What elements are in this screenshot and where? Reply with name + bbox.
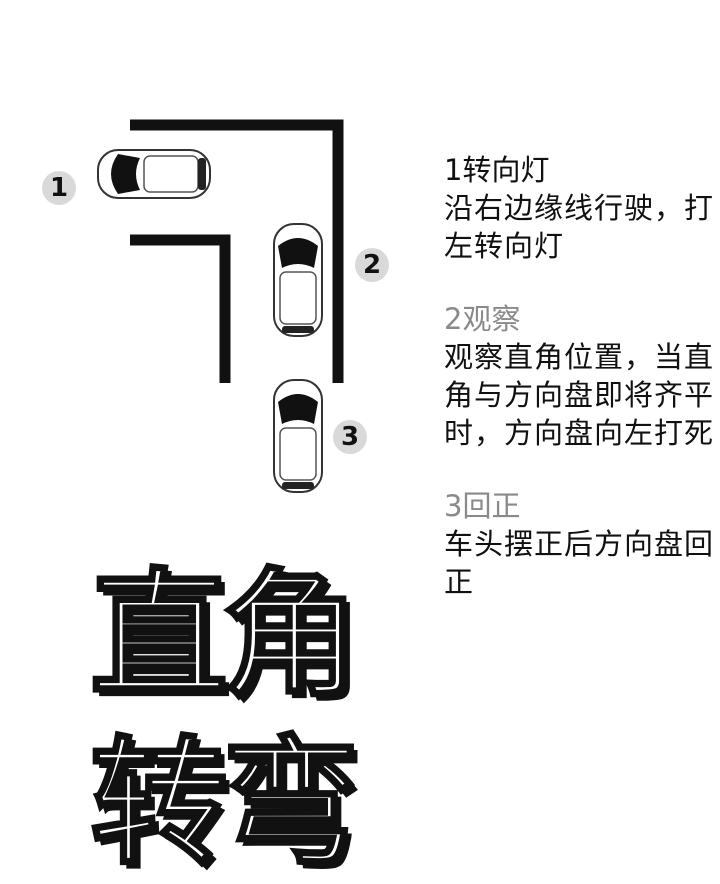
big-title-line-1: 直角 xyxy=(88,553,361,716)
big-title-line-2: 转弯 xyxy=(88,721,361,884)
step-3: 3回正 车头摆正后方向盘回正 xyxy=(444,488,714,601)
step-2-title: 2观察 xyxy=(444,302,521,336)
inner-edge-line xyxy=(130,234,231,383)
step-badge-1: 1 xyxy=(42,171,76,205)
car-3 xyxy=(273,379,323,493)
step-badge-3: 3 xyxy=(333,420,367,454)
car-2 xyxy=(273,223,323,337)
step-1-desc: 沿右边缘线行驶，打左转向灯 xyxy=(444,191,715,263)
step-1: 1转向灯 沿右边缘线行驶，打左转向灯 xyxy=(444,152,714,265)
step-1-title: 1转向灯 xyxy=(444,153,550,187)
car-1 xyxy=(97,149,211,199)
step-3-desc: 车头摆正后方向盘回正 xyxy=(444,527,715,599)
step-2-desc: 观察直角位置，当直角与方向盘即将齐平时，方向盘向左打死 xyxy=(444,340,715,450)
step-badge-2: 2 xyxy=(355,248,389,282)
step-list: 1转向灯 沿右边缘线行驶，打左转向灯 2观察 观察直角位置，当直角与方向盘即将齐… xyxy=(444,152,714,637)
step-2: 2观察 观察直角位置，当直角与方向盘即将齐平时，方向盘向左打死 xyxy=(444,301,714,452)
right-angle-turn-diagram xyxy=(97,119,344,493)
outer-edge-line xyxy=(130,119,344,383)
step-3-title: 3回正 xyxy=(444,489,521,523)
